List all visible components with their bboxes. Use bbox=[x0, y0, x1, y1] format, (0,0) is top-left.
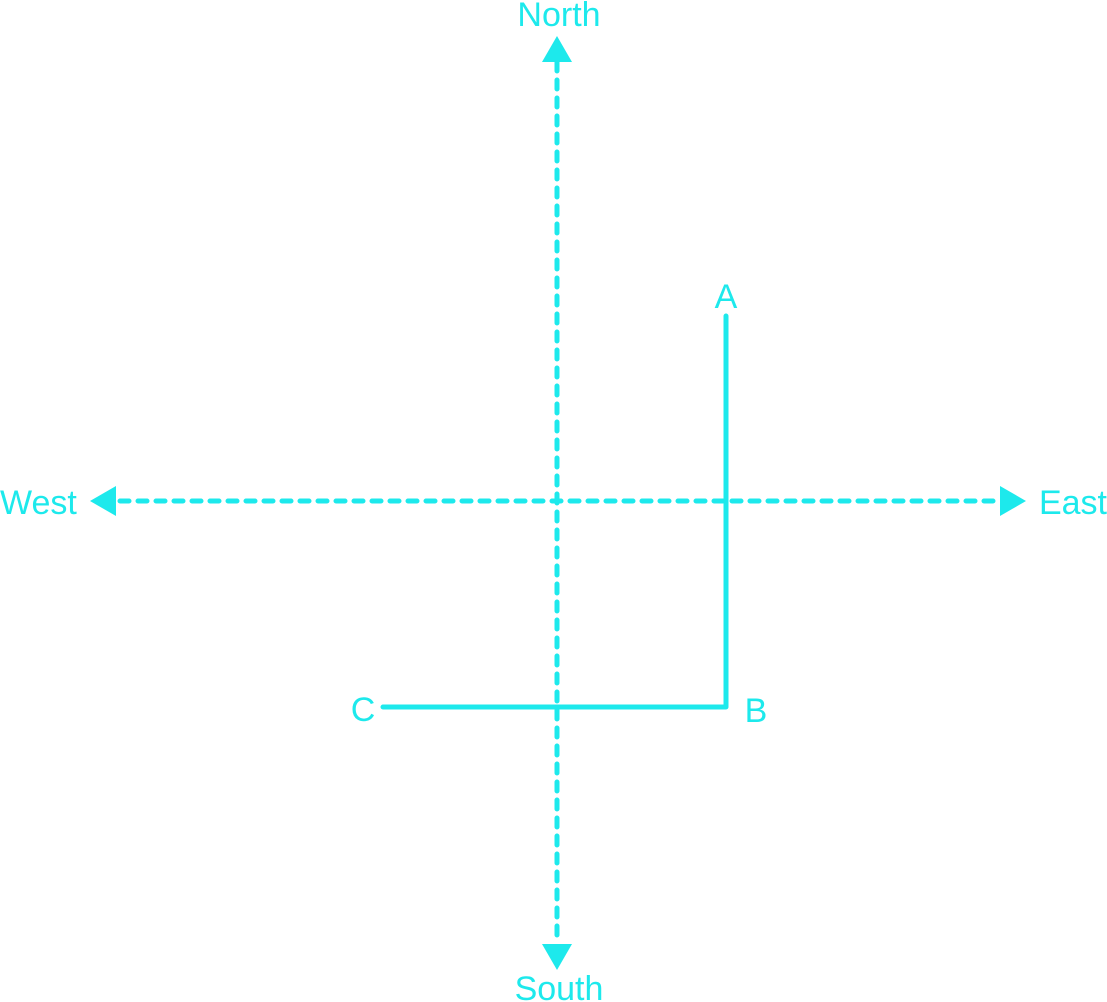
west-arrowhead bbox=[90, 486, 116, 516]
path-a-b-c bbox=[380, 313, 729, 710]
east-label: East bbox=[1039, 484, 1107, 522]
south-label: South bbox=[515, 970, 604, 1002]
north-arrowhead bbox=[542, 36, 572, 62]
south-arrowhead bbox=[542, 944, 572, 970]
west-label: West bbox=[0, 484, 77, 522]
point-b-label: B bbox=[745, 692, 768, 730]
north-label: North bbox=[517, 0, 600, 34]
point-a-label: A bbox=[715, 278, 738, 316]
east-arrowhead bbox=[1000, 486, 1026, 516]
point-c-label: C bbox=[351, 691, 376, 729]
